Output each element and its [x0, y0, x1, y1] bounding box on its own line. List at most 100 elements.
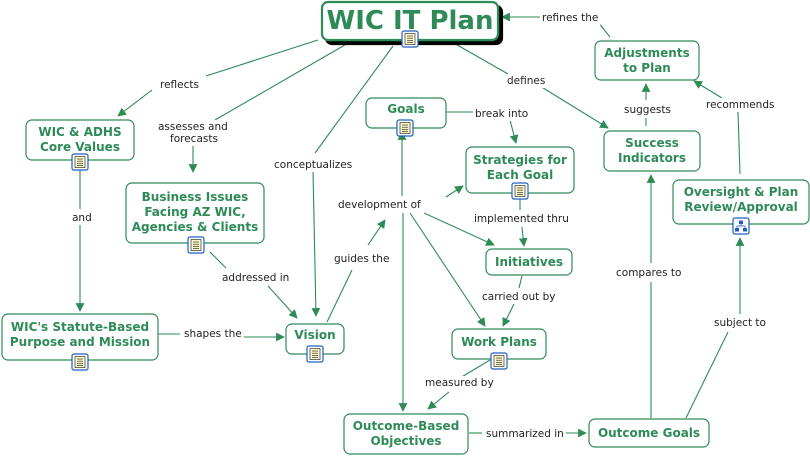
- outcome-objectives-node-box: [343, 413, 469, 455]
- edge-workplans-measured: [459, 359, 491, 379]
- link-label-measured-by: measured by: [425, 377, 494, 389]
- link-label-background: [332, 252, 392, 266]
- document-icon[interactable]: [511, 182, 529, 200]
- link-label-conceptualizes: conceptualizes: [274, 159, 352, 171]
- node-core-values[interactable]: WIC & ADHS Core Values: [25, 119, 135, 171]
- link-label-compares-to: compares to: [616, 267, 681, 279]
- link-label-background: [712, 316, 768, 330]
- edge-plan-assesses: [214, 41, 351, 121]
- link-label-background: [480, 290, 558, 304]
- link-label-background: [156, 120, 230, 134]
- node-strategies[interactable]: Strategies for Each Goal: [465, 146, 575, 200]
- edge-breakinto-strategies: [509, 119, 519, 144]
- edge-guides-development: [367, 219, 386, 246]
- link-label-defines: defines: [507, 75, 545, 87]
- link-label-forecasts: forecasts: [170, 133, 218, 145]
- link-label-background: [336, 198, 424, 212]
- edge-measured-objectives: [427, 391, 450, 410]
- link-label-recommends: recommends: [706, 99, 774, 111]
- link-label-background: [704, 98, 777, 112]
- node-initiatives[interactable]: Initiatives: [485, 248, 573, 276]
- node-wic-it-plan[interactable]: WIC IT Plan: [320, 0, 500, 48]
- link-label-implemented-thru: implemented thru: [474, 213, 569, 225]
- node-adjustments-to-plan[interactable]: Adjustments to Plan: [594, 40, 700, 81]
- success-label-line1: Success: [625, 136, 679, 150]
- oversight-label-line1: Oversight & Plan: [684, 185, 799, 199]
- link-label-background: [472, 212, 571, 226]
- edge-business-addressed: [209, 251, 227, 269]
- hierarchy-icon[interactable]: [732, 217, 750, 235]
- edge-defines-success: [539, 85, 609, 129]
- edge-reflects-core-values: [117, 89, 153, 117]
- link-label-background: [168, 132, 220, 146]
- outcome-objectives-label-line1: Outcome-Based: [353, 419, 460, 433]
- link-label-background: [622, 103, 673, 117]
- link-label-background: [220, 271, 292, 285]
- outcome-goals-label: Outcome Goals: [598, 426, 700, 440]
- link-label-background: [182, 327, 244, 341]
- business-label-line2: Facing AZ WIC,: [144, 205, 245, 219]
- link-label-background: [70, 211, 94, 225]
- node-success-indicators[interactable]: Success Indicators: [603, 130, 701, 172]
- link-label-background: [505, 74, 548, 88]
- success-indicators-node-box: [603, 130, 701, 172]
- link-label-background: [484, 427, 566, 441]
- document-icon[interactable]: [490, 352, 508, 370]
- node-outcome-objectives[interactable]: Outcome-Based Objectives: [343, 413, 469, 455]
- vision-label: Vision: [294, 328, 335, 342]
- adjustments-label-line2: to Plan: [623, 61, 671, 75]
- edge-recommends-adjust: [693, 80, 723, 99]
- document-icon[interactable]: [401, 30, 419, 48]
- edge-development-workplans: [409, 212, 486, 327]
- outcome-goals-node-box: [588, 418, 710, 448]
- node-vision[interactable]: Vision: [285, 323, 345, 363]
- link-label-background: [614, 266, 684, 280]
- link-label-carried-out-by: carried out by: [482, 291, 555, 303]
- core-values-label-line2: Core Values: [40, 140, 120, 154]
- node-outcome-goals[interactable]: Outcome Goals: [588, 418, 710, 448]
- link-label-shapes-the: shapes the: [184, 328, 242, 340]
- link-label-guides-the: guides the: [334, 253, 389, 265]
- oversight-label-line2: Review/Approval: [684, 200, 798, 214]
- node-statute[interactable]: WIC's Statute-Based Purpose and Mission: [1, 313, 159, 371]
- document-icon[interactable]: [71, 153, 89, 171]
- edge-plan-defines: [451, 41, 509, 75]
- business-label-line3: Agencies & Clients: [132, 220, 258, 234]
- edge-vision-guides: [326, 269, 353, 323]
- link-label-addressed-in: addressed in: [222, 272, 289, 284]
- edge-carried-workplans: [502, 303, 515, 327]
- link-label-background: [423, 376, 496, 390]
- node-oversight[interactable]: Oversight & Plan Review/Approval: [672, 179, 810, 235]
- node-business-issues[interactable]: Business Issues Facing AZ WIC, Agencies …: [125, 182, 265, 254]
- document-icon[interactable]: [71, 353, 89, 371]
- edge-development-initiatives: [423, 212, 495, 246]
- work-plans-label: Work Plans: [461, 335, 537, 349]
- node-goals[interactable]: Goals: [365, 97, 447, 137]
- core-values-label-line1: WIC & ADHS: [38, 125, 121, 139]
- strategies-label-line1: Strategies for: [473, 153, 567, 167]
- link-label-suggests: suggests: [624, 104, 671, 116]
- outcome-objectives-label-line2: Objectives: [370, 434, 441, 448]
- document-icon[interactable]: [187, 236, 205, 254]
- edge-addressed-vision: [267, 285, 298, 319]
- link-label-assesses-and: assesses and: [158, 121, 228, 133]
- adjustments-node-box: [594, 40, 700, 81]
- edge-development-strategies: [445, 185, 464, 198]
- link-label-development-of: development of: [338, 199, 421, 211]
- adjustments-label-line1: Adjustments: [604, 46, 689, 60]
- edge-oversight-recommends: [737, 111, 741, 175]
- strategies-label-line2: Each Goal: [487, 168, 553, 182]
- link-label-reflects: reflects: [160, 79, 199, 91]
- link-label-background: [158, 78, 201, 92]
- document-icon[interactable]: [396, 119, 414, 137]
- document-icon[interactable]: [306, 345, 324, 363]
- link-label-and: and: [72, 212, 92, 224]
- link-label-subject-to: subject to: [714, 317, 766, 329]
- node-work-plans[interactable]: Work Plans: [451, 328, 547, 370]
- edge-plan-reflects: [205, 39, 319, 77]
- edge-initiatives-carried: [518, 275, 523, 289]
- statute-label-line2: Purpose and Mission: [10, 335, 150, 349]
- edge-plan-conceptualizes: [314, 45, 394, 154]
- link-label-refines-the: refines the: [542, 12, 598, 24]
